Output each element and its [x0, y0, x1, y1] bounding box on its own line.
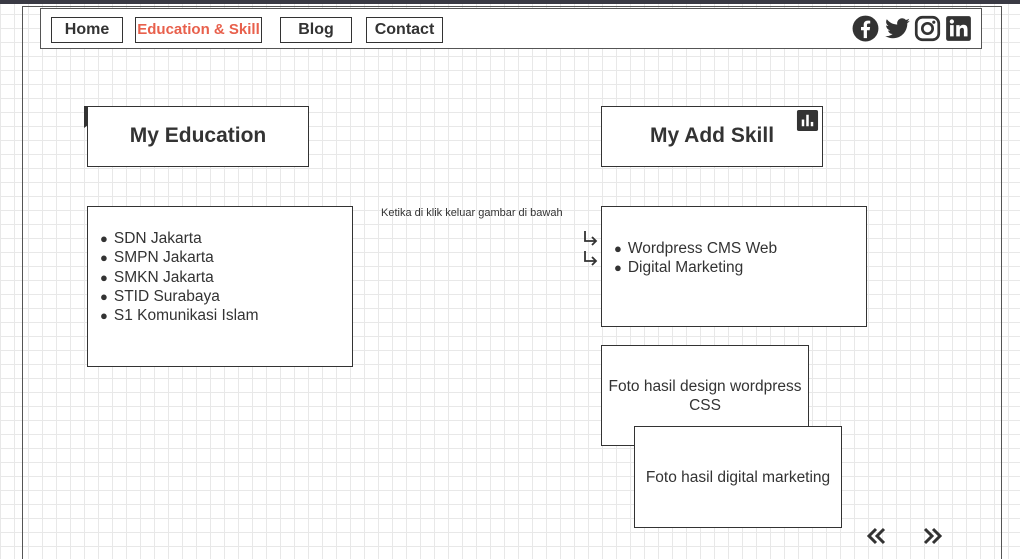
arrow-down-right-icon [584, 251, 598, 266]
list-item[interactable]: Wordpress CMS Web [614, 239, 777, 258]
skill-title: My Add Skill [649, 124, 775, 147]
nav-home-button[interactable]: Home [51, 17, 123, 43]
marketing-photo-placeholder: Foto hasil digital marketing [634, 426, 842, 528]
bar-chart-icon [796, 109, 819, 132]
list-item: STID Surabaya [100, 287, 259, 306]
double-chevron-left-icon[interactable] [866, 527, 888, 545]
education-title-box: My Education [87, 106, 309, 167]
linkedin-icon[interactable] [945, 15, 972, 42]
list-item: SMPN Jakarta [100, 248, 259, 267]
skill-note: Ketika di klik keluar gambar di bawah [381, 207, 563, 219]
education-list-box: SDN Jakarta SMPN Jakarta SMKN Jakarta ST… [87, 206, 353, 367]
nav-blog-button[interactable]: Blog [280, 17, 352, 43]
skill-list-box: Wordpress CMS Web Digital Marketing [601, 206, 867, 327]
skill-list: Wordpress CMS Web Digital Marketing [614, 239, 777, 278]
wordpress-photo-caption: Foto hasil design wordpress CSS [608, 378, 802, 414]
skill-title-box: My Add Skill [601, 106, 823, 167]
instagram-icon[interactable] [914, 15, 941, 42]
facebook-icon[interactable] [852, 15, 879, 42]
list-item: SDN Jakarta [100, 229, 259, 248]
twitter-icon[interactable] [884, 15, 911, 42]
double-chevron-right-icon[interactable] [921, 527, 943, 545]
marketing-photo-caption: Foto hasil digital marketing [645, 469, 831, 486]
nav-education-skill-button[interactable]: Education & Skill [135, 17, 262, 43]
education-title: My Education [129, 124, 267, 147]
page-frame [22, 6, 1002, 559]
arrow-down-right-icon [584, 231, 598, 246]
list-item: SMKN Jakarta [100, 268, 259, 287]
list-item[interactable]: Digital Marketing [614, 258, 777, 277]
list-item: S1 Komunikasi Islam [100, 306, 259, 325]
education-list: SDN Jakarta SMPN Jakarta SMKN Jakarta ST… [100, 229, 259, 325]
navbar: Home Education & Skill Blog Contact [40, 8, 982, 49]
nav-contact-button[interactable]: Contact [366, 17, 443, 43]
top-bar [0, 0, 1020, 4]
